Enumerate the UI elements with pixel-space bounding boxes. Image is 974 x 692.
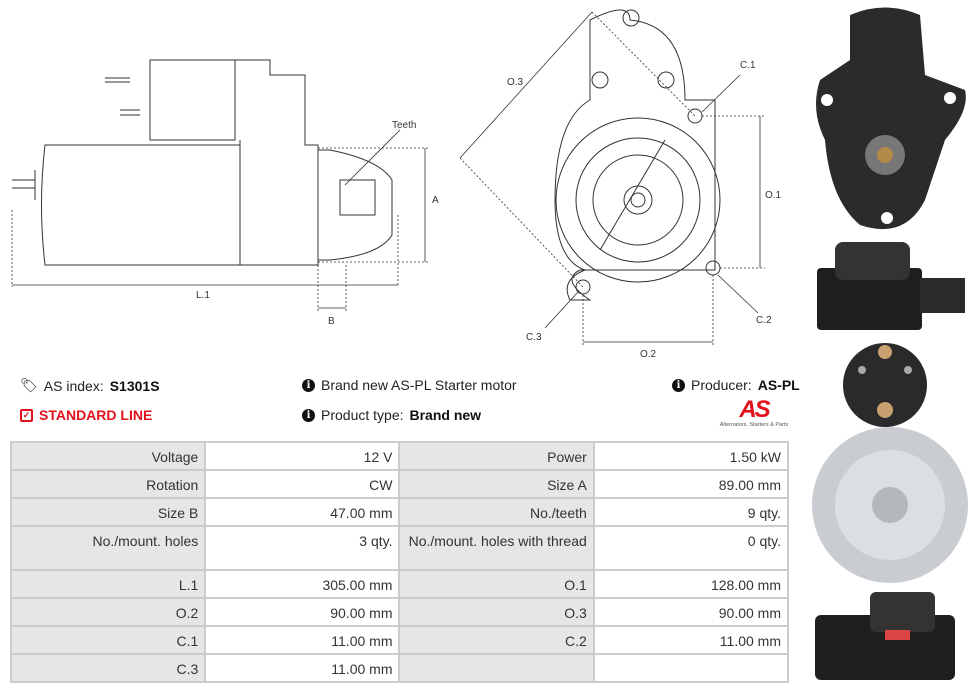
spec-value: 11.00 mm	[204, 653, 401, 683]
producer-label: Producer:	[691, 377, 752, 393]
description-text: Brand new AS-PL Starter motor	[321, 377, 517, 393]
spec-value: 3 qty.	[204, 525, 401, 571]
spec-value: 11.00 mm	[204, 625, 401, 655]
spec-value: 47.00 mm	[204, 497, 401, 527]
photo-angle[interactable]	[815, 592, 955, 680]
info-icon: i	[672, 378, 685, 392]
dim-c2-label: C.2	[756, 315, 772, 326]
info-icon: i	[302, 378, 315, 392]
spec-label: O.2	[9, 597, 207, 627]
spec-value: 9 qty.	[592, 497, 790, 527]
spec-value: 305.00 mm	[204, 569, 401, 599]
spec-label: Voltage	[9, 441, 207, 471]
spec-label: O.3	[398, 597, 595, 627]
as-index-label: AS index:	[43, 377, 104, 394]
spec-value: 0 qty.	[592, 525, 790, 571]
side-view-diagram: Teeth A L.1 B	[11, 59, 439, 327]
product-type-value: Brand new	[409, 407, 482, 423]
product-type-label: Product type:	[321, 407, 404, 423]
photo-solenoid[interactable]	[843, 343, 927, 427]
spec-label: C.2	[398, 625, 595, 655]
spec-value: 11.00 mm	[592, 625, 790, 655]
as-index: 🏷 AS index: S1301S	[20, 377, 160, 394]
producer-value: AS-PL	[757, 377, 800, 393]
spec-label: No./teeth	[398, 497, 595, 527]
spec-value: 1.50 kW	[592, 441, 790, 471]
dim-b-label: B	[328, 316, 335, 327]
photo-front[interactable]	[816, 7, 966, 230]
dim-c1-label: C.1	[740, 60, 756, 71]
spec-label: L.1	[9, 569, 207, 599]
dim-o3-label: O.3	[507, 77, 524, 88]
product-photos	[812, 7, 968, 680]
spec-label: C.3	[9, 653, 207, 683]
spec-label: Size A	[398, 469, 595, 499]
dim-o1-label: O.1	[765, 190, 782, 201]
logo-mark: AS	[739, 396, 770, 423]
spec-label: No./mount. holes with thread	[398, 525, 595, 571]
logo-tagline: Alternators, Starters & Parts	[719, 422, 789, 428]
line-badge: ✓ STANDARD LINE	[20, 407, 152, 423]
spec-value: 128.00 mm	[592, 569, 790, 599]
spec-label: C.1	[9, 625, 207, 655]
dim-l1-label: L.1	[196, 290, 210, 301]
description: i Brand new AS-PL Starter motor	[302, 377, 517, 393]
photo-rear[interactable]	[812, 427, 968, 583]
teeth-label: Teeth	[392, 120, 416, 131]
spec-label: No./mount. holes	[9, 525, 207, 571]
spec-label: Rotation	[9, 469, 207, 499]
as-index-value: S1301S	[109, 377, 160, 394]
spec-value: CW	[204, 469, 401, 499]
dim-o2-label: O.2	[640, 349, 657, 360]
spec-value: 90.00 mm	[204, 597, 401, 627]
photo-side[interactable]	[817, 242, 965, 330]
spec-label: Power	[398, 441, 595, 471]
spec-label: Size B	[9, 497, 207, 527]
front-view-diagram: O.3 C.1 O.1 C.2 C.3 O.2	[459, 9, 782, 360]
checkbox-icon: ✓	[20, 408, 33, 422]
producer: i Producer: AS-PL	[672, 377, 800, 393]
product-type: i Product type: Brand new	[302, 407, 481, 423]
line-label: STANDARD LINE	[39, 407, 153, 423]
spec-label	[398, 653, 595, 683]
spec-value: 90.00 mm	[592, 597, 790, 627]
as-pl-logo: AS Alternators, Starters & Parts	[715, 396, 793, 429]
spec-label: O.1	[398, 569, 595, 599]
spec-value	[592, 653, 790, 683]
info-icon: i	[302, 408, 315, 422]
spec-value: 89.00 mm	[592, 469, 790, 499]
dim-a-label: A	[432, 195, 439, 206]
tags-icon: 🏷	[20, 377, 38, 393]
dim-c3-label: C.3	[526, 332, 542, 343]
spec-value: 12 V	[204, 441, 401, 471]
